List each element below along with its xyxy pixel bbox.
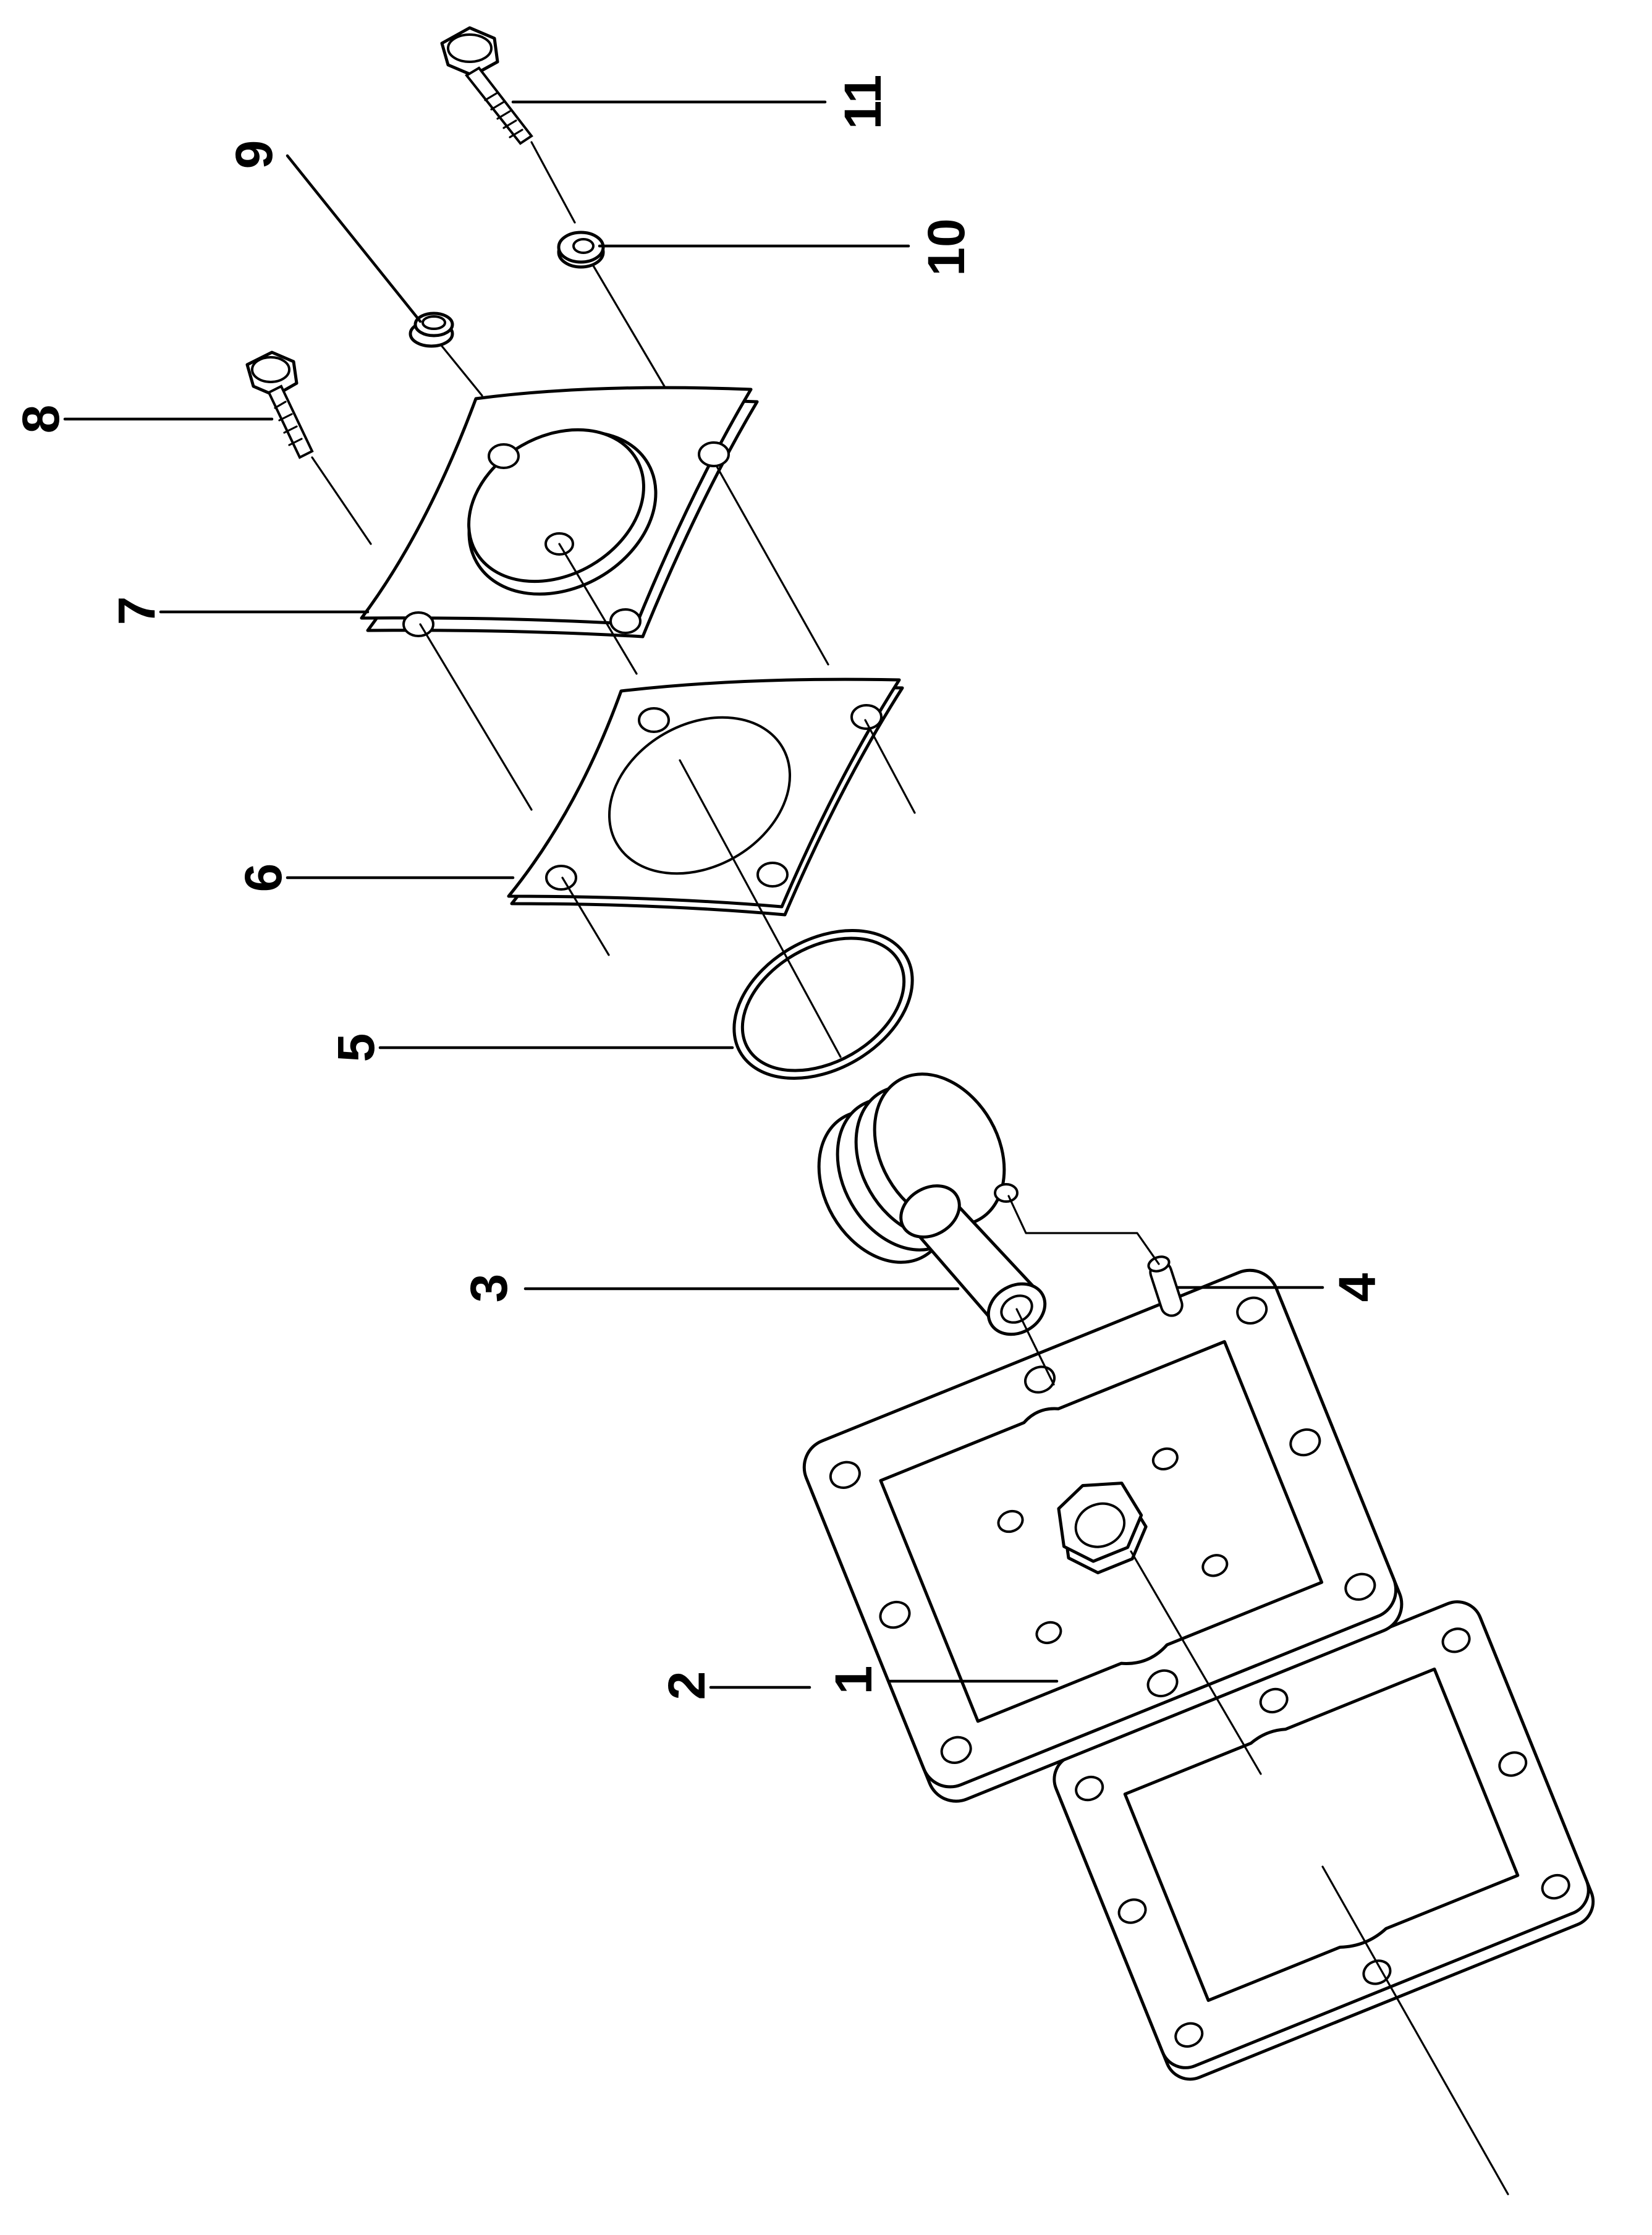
callout-labels: 1 2 3 4 5 6 7 8 9 10 11 [12,75,1386,1700]
part-7-cover-plate [360,386,759,638]
part-9-plug [409,312,454,348]
callout-9: 9 [225,140,283,169]
assembly-lines [311,141,1509,2195]
part-11-bolt [440,26,533,145]
part-8-bolt [245,350,314,459]
callout-1: 1 [824,1666,883,1695]
callout-7: 7 [108,596,166,626]
callout-3: 3 [460,1274,518,1303]
callout-5: 5 [327,1033,385,1062]
callout-6: 6 [234,863,292,893]
callout-leaders [63,100,1324,1689]
callout-4: 4 [1328,1273,1386,1302]
part-5-o-ring [732,929,914,1080]
part-1-gasket [1053,1600,1595,2081]
part-2-housing-cover [802,1268,1404,1803]
callout-11: 11 [834,75,892,130]
part-3-shaft-piston [817,1072,1047,1336]
callout-2: 2 [658,1671,716,1700]
part-10-washer [557,231,605,269]
callout-8: 8 [12,405,70,434]
part-6-gasket-plate [507,677,904,917]
callout-10: 10 [917,218,975,276]
